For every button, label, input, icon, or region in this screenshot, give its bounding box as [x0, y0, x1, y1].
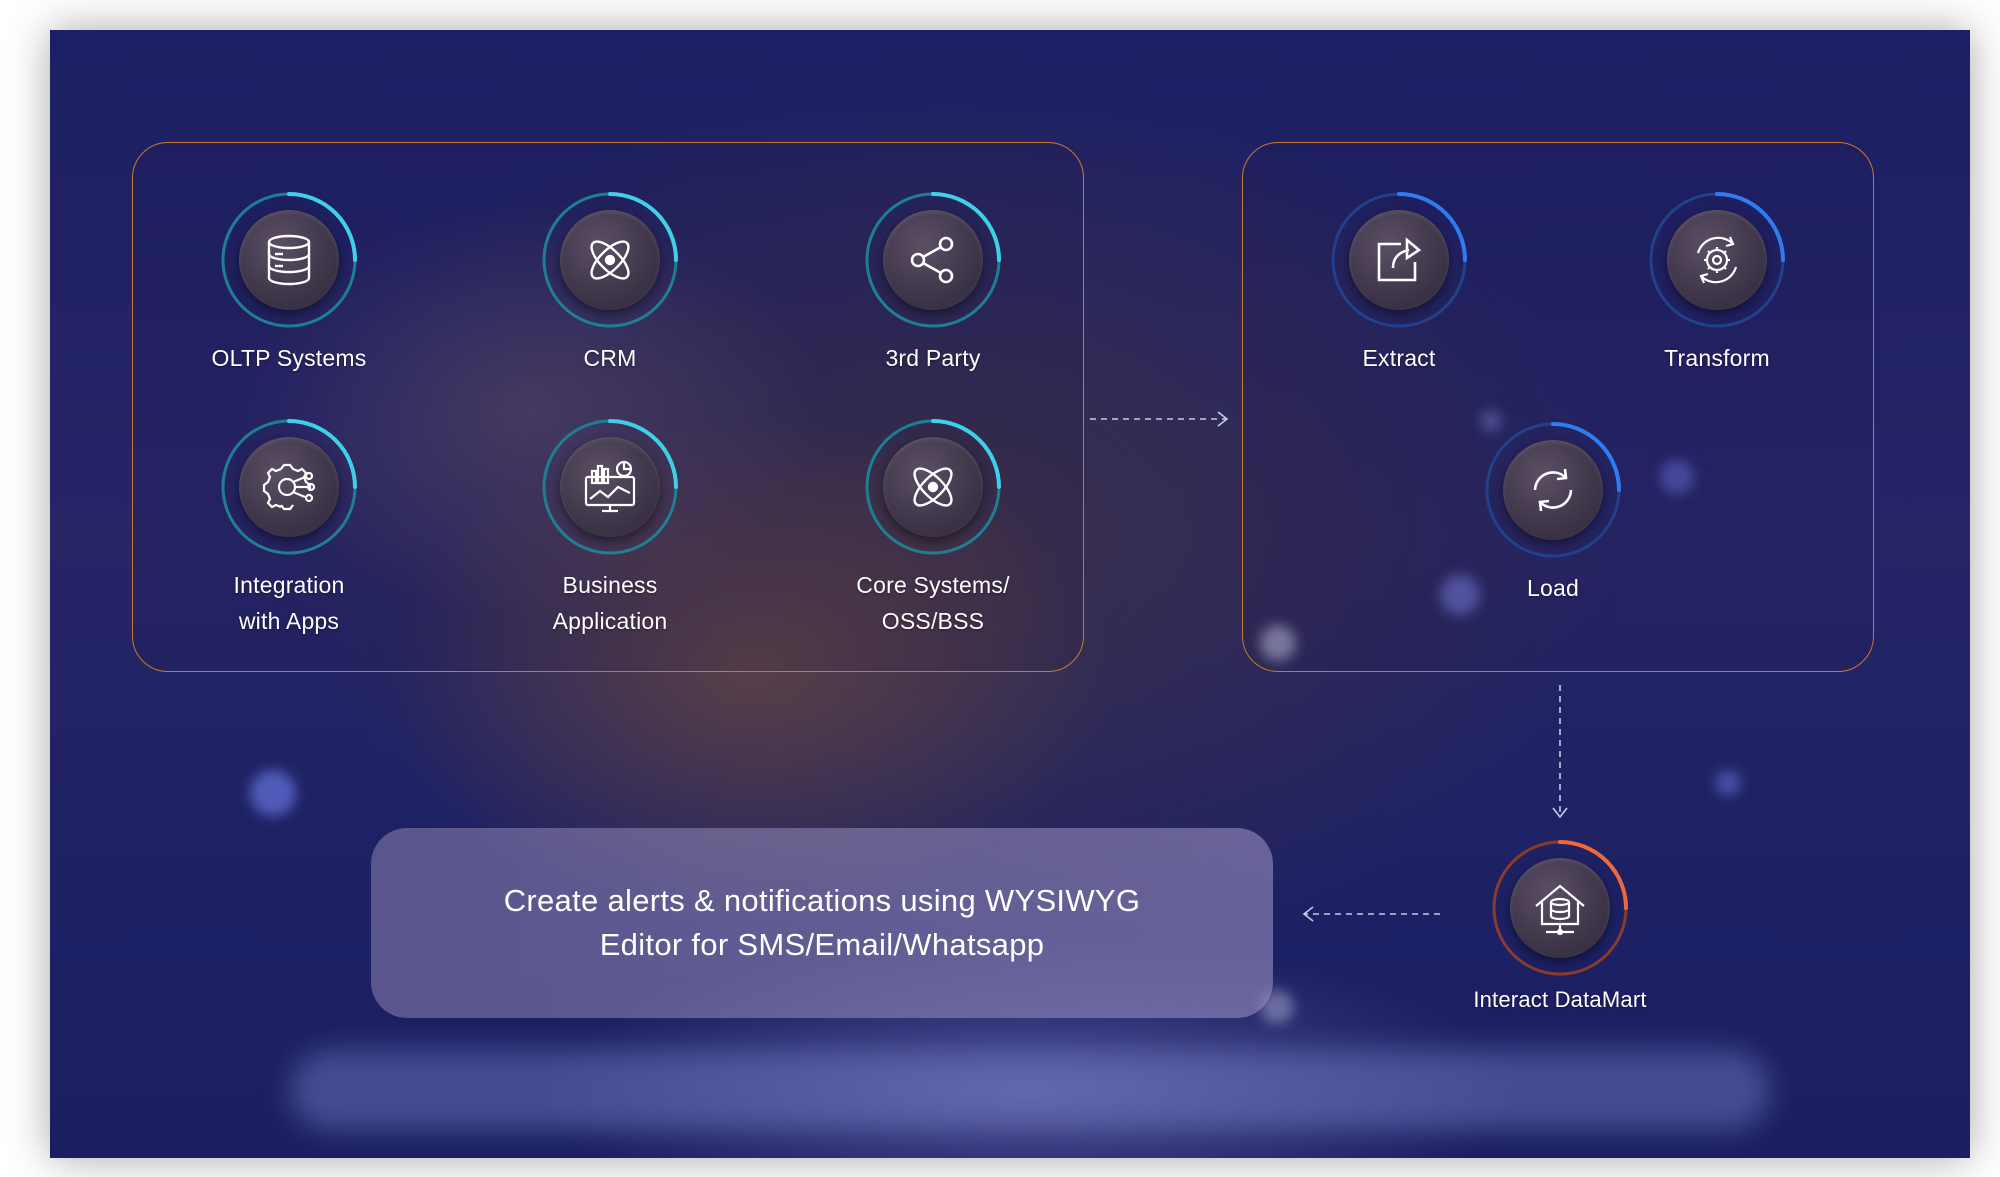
diagram-canvas: OLTP Systems CRM	[50, 30, 1970, 1158]
node-load: Load	[1393, 420, 1713, 606]
progress-ring	[542, 419, 678, 555]
progress-ring	[1485, 422, 1621, 558]
extract-icon	[1349, 210, 1449, 310]
callout-line-1: Create alerts & notifications using WYSI…	[503, 883, 1141, 918]
bokeh-light	[1660, 460, 1694, 494]
atom-icon	[883, 437, 983, 537]
node-crm: CRM	[450, 190, 770, 376]
connectors	[1090, 411, 1568, 922]
progress-ring	[221, 419, 357, 555]
bokeh-light	[250, 770, 296, 816]
node-label: Business Application	[552, 572, 668, 634]
progress-ring	[221, 192, 357, 328]
progress-ring	[865, 192, 1001, 328]
node-label: Integration with Apps	[233, 572, 345, 634]
etl-to-datamart-arrowhead	[1552, 807, 1568, 819]
node-label: Extract	[1362, 345, 1436, 371]
atom-icon	[560, 210, 660, 310]
ring	[540, 190, 680, 330]
node-business-application: Business Application	[450, 417, 770, 639]
datamart-to-cta-arrowhead	[1302, 906, 1314, 922]
ring	[219, 417, 359, 557]
gear-network-icon	[239, 437, 339, 537]
node-label: 3rd Party	[885, 345, 981, 371]
screen-glow	[290, 1050, 1770, 1130]
node-interact-datamart: Interact DataMart	[1400, 838, 1720, 1018]
source-to-etl-arrowhead	[1217, 411, 1229, 427]
node-label: Interact DataMart	[1473, 987, 1647, 1012]
ring	[863, 417, 1003, 557]
node-transform: Transform	[1557, 190, 1877, 376]
ring	[1483, 420, 1623, 560]
progress-ring	[865, 419, 1001, 555]
node-core-systems-oss-bss: Core Systems/ OSS/BSS	[773, 417, 1093, 639]
node-3rd-party: 3rd Party	[773, 190, 1093, 376]
bokeh-light	[1440, 575, 1480, 615]
ring	[219, 190, 359, 330]
node-extract: Extract	[1239, 190, 1559, 376]
node-label: CRM	[583, 345, 637, 371]
node-oltp-systems: OLTP Systems	[129, 190, 449, 376]
node-label: Transform	[1664, 345, 1770, 371]
database-icon	[239, 210, 339, 310]
gear-cycle-icon	[1667, 210, 1767, 310]
node-integration-with-apps: Integration with Apps	[129, 417, 449, 639]
progress-ring	[1331, 192, 1467, 328]
progress-ring	[542, 192, 678, 328]
ring	[1647, 190, 1787, 330]
node-label: Core Systems/ OSS/BSS	[856, 572, 1010, 634]
ring	[1329, 190, 1469, 330]
bokeh-light	[1715, 770, 1741, 796]
node-label: OLTP Systems	[211, 345, 367, 371]
share-icon	[883, 210, 983, 310]
refresh-icon	[1503, 440, 1603, 540]
etl-panel	[1242, 142, 1874, 672]
datamart-house-icon	[1510, 858, 1610, 958]
progress-ring	[1492, 840, 1628, 976]
callout-line-2: Editor for SMS/Email/Whatsapp	[599, 927, 1045, 962]
ring	[863, 190, 1003, 330]
dashboard-monitor-icon	[560, 437, 660, 537]
alerts-notifications-callout: Create alerts & notifications using WYSI…	[371, 828, 1273, 1018]
node-label: Load	[1527, 575, 1579, 601]
ring	[540, 417, 680, 557]
ring	[1490, 838, 1630, 978]
bokeh-light	[1480, 410, 1502, 432]
progress-ring	[1649, 192, 1785, 328]
